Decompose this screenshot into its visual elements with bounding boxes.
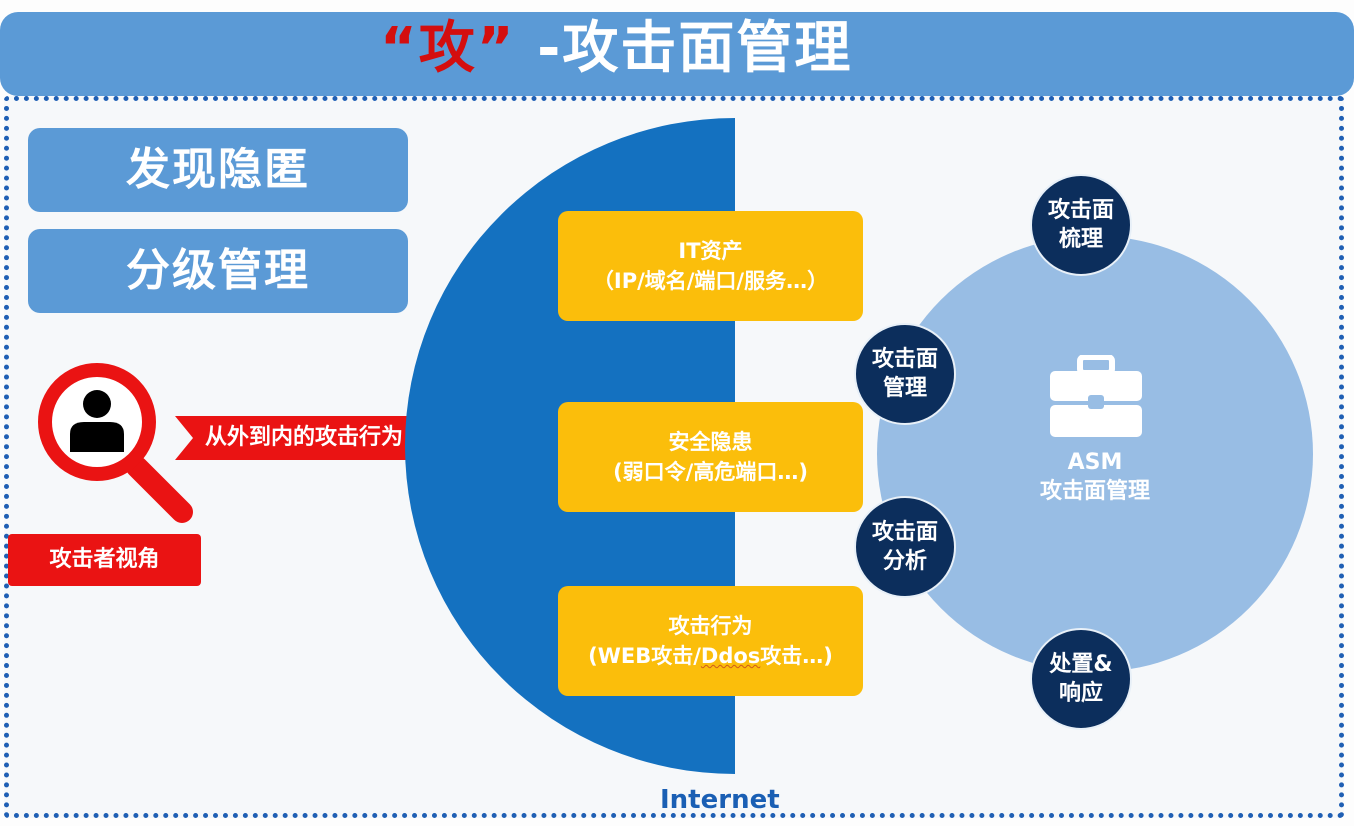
node-line1: 攻击面	[871, 347, 938, 372]
attacker-perspective-tag: 攻击者视角	[8, 534, 201, 586]
node-attack-surface-sorting: 攻击面 梳理	[1030, 174, 1132, 276]
arrow-label: 从外到内的攻击行为	[205, 425, 404, 450]
box-title: IT资产	[678, 239, 743, 263]
detail-ddos: Ddos	[700, 644, 761, 668]
node-line1: 攻击面	[871, 520, 938, 545]
box-title: 安全隐患	[668, 430, 753, 454]
title-accent: “攻”	[380, 16, 516, 81]
box-detail: (弱口令/高危端口…)	[613, 460, 808, 484]
magnifier-person-icon	[38, 363, 193, 523]
node-line2: 响应	[1058, 681, 1103, 706]
node-attack-surface-management: 攻击面 管理	[854, 323, 956, 425]
briefcase-icon	[1050, 355, 1142, 437]
node-line2: 梳理	[1058, 227, 1103, 252]
asm-label: ASM 攻击面管理	[1000, 448, 1190, 506]
box-title: 攻击行为	[668, 614, 753, 638]
asm-subtitle: 攻击面管理	[1039, 479, 1150, 504]
asm-circle	[877, 236, 1313, 672]
detail-suffix: 攻击…)	[760, 644, 833, 668]
pill-discover-hidden: 发现隐匿	[28, 128, 408, 212]
node-line1: 处置&	[1049, 652, 1113, 677]
node-line1: 攻击面	[1047, 198, 1114, 223]
node-line2: 分析	[882, 549, 927, 574]
asm-title: ASM	[1067, 450, 1123, 475]
box-security-risks: 安全隐患 (弱口令/高危端口…)	[558, 402, 863, 512]
box-detail: (WEB攻击/Ddos攻击…)	[570, 641, 851, 671]
box-detail: （IP/域名/端口/服务…）	[592, 269, 829, 293]
attack-direction-arrow	[175, 394, 463, 482]
detail-prefix: (WEB攻击/	[588, 644, 701, 668]
node-line2: 管理	[882, 376, 927, 401]
box-attack-behavior: 攻击行为 (WEB攻击/Ddos攻击…)	[558, 586, 863, 696]
internet-label: Internet	[660, 785, 780, 815]
node-attack-surface-analysis: 攻击面 分析	[854, 496, 956, 598]
page-title: “攻” -攻击面管理	[380, 14, 852, 84]
box-it-assets: IT资产 （IP/域名/端口/服务…）	[558, 211, 863, 321]
node-disposal-response: 处置& 响应	[1030, 628, 1132, 730]
header-banner	[0, 12, 1354, 96]
title-main: -攻击面管理	[515, 16, 853, 81]
pill-tiered-management: 分级管理	[28, 229, 408, 313]
